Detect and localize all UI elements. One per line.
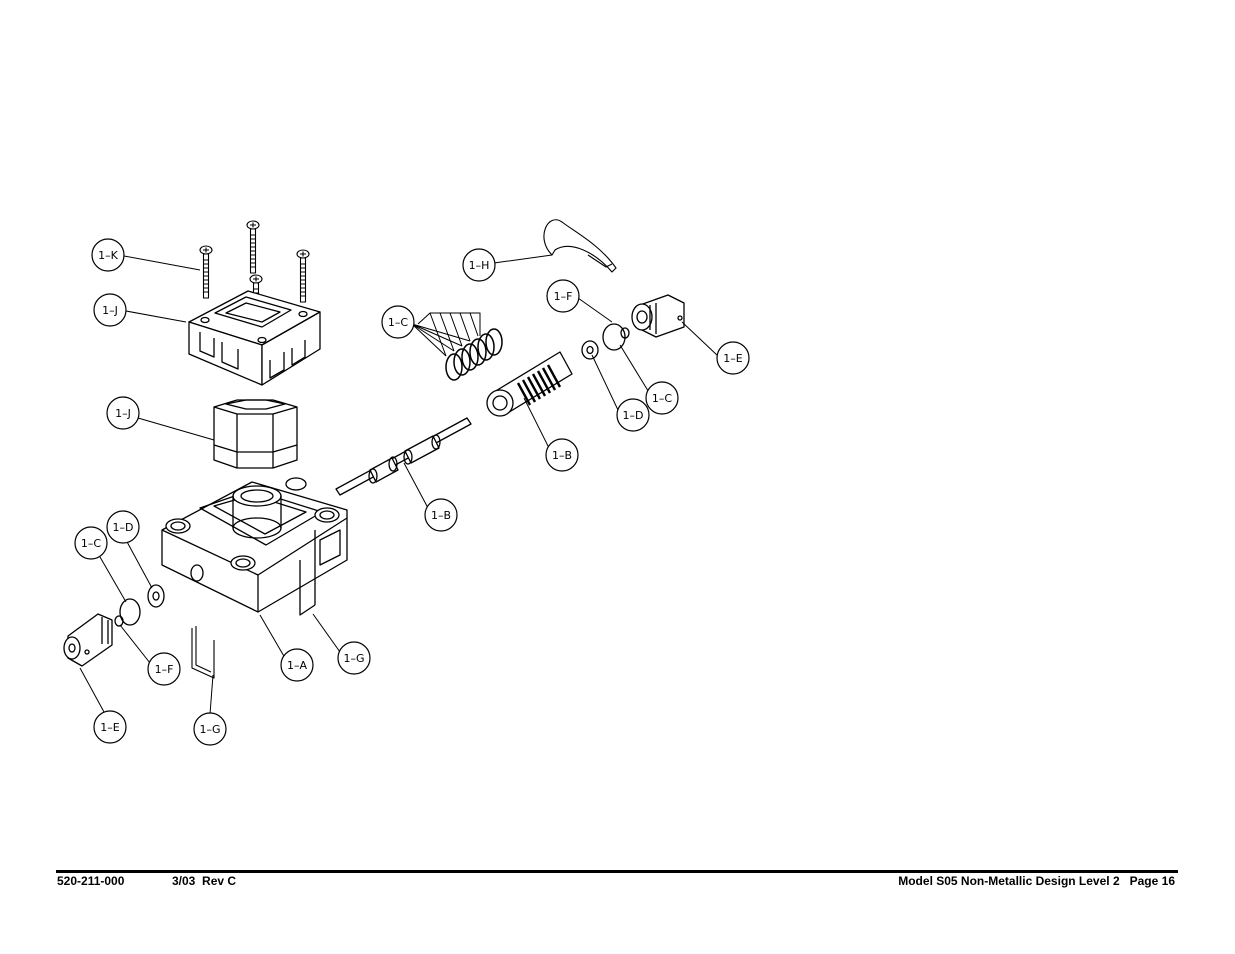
leader-lines xyxy=(79,254,719,715)
callout-1-f-top: 1–F xyxy=(546,279,580,313)
callout-1-g-bot: 1–G xyxy=(193,712,227,746)
svg-text:1–E: 1–E xyxy=(100,721,119,734)
top-cap xyxy=(188,290,321,386)
svg-text:1–F: 1–F xyxy=(554,290,573,303)
callout-1-h: 1–H xyxy=(462,248,496,282)
callout-1-e-bot: 1–E xyxy=(93,710,127,744)
hairpin-clip xyxy=(543,219,617,273)
callout-1-c-right: 1–C xyxy=(645,381,679,415)
center-body xyxy=(161,477,348,616)
callout-1-b-mid: 1–B xyxy=(424,498,458,532)
page-title: Model S05 Non-Metallic Design Level 2 Pa… xyxy=(898,874,1175,888)
svg-text:1–G: 1–G xyxy=(199,723,220,736)
callout-1-f-bot: 1–F xyxy=(147,652,181,686)
housing xyxy=(213,399,298,469)
sleeve xyxy=(486,351,573,417)
pins xyxy=(191,626,215,679)
callout-1-j-mid: 1–J xyxy=(106,396,140,430)
callout-1-j-top: 1–J xyxy=(93,293,127,327)
svg-text:1–C: 1–C xyxy=(652,392,672,405)
document-number: 520-211-000 xyxy=(57,874,125,888)
springs xyxy=(445,328,503,381)
callouts: 1–K 1–J 1–J 1–H 1–F 1–C 1–E 1–C 1–D 1–B … xyxy=(74,238,750,746)
pilot-spool xyxy=(335,417,472,496)
svg-text:1–E: 1–E xyxy=(723,352,742,365)
svg-text:1–A: 1–A xyxy=(287,659,307,672)
callout-1-c-top: 1–C xyxy=(381,305,415,339)
callout-1-k: 1–K xyxy=(91,238,125,272)
callout-1-d-left: 1–D xyxy=(106,510,140,544)
svg-text:1–C: 1–C xyxy=(81,537,101,550)
svg-text:1–H: 1–H xyxy=(469,259,490,272)
svg-text:1–J: 1–J xyxy=(102,304,118,317)
svg-text:1–K: 1–K xyxy=(98,249,118,262)
left-end-parts xyxy=(63,584,165,667)
svg-text:1–D: 1–D xyxy=(623,409,644,422)
svg-text:1–C: 1–C xyxy=(388,316,408,329)
svg-text:1–J: 1–J xyxy=(115,407,131,420)
svg-text:1–F: 1–F xyxy=(155,663,174,676)
pilot-right-parts xyxy=(581,294,685,360)
callout-1-c-left: 1–C xyxy=(74,526,108,560)
svg-text:1–D: 1–D xyxy=(113,521,134,534)
revision-date: 3/03 Rev C xyxy=(172,874,237,888)
callout-1-b-top: 1–B xyxy=(545,438,579,472)
footer-rule xyxy=(56,870,1178,873)
svg-text:1–B: 1–B xyxy=(431,509,451,522)
callout-1-a: 1–A xyxy=(280,648,314,682)
callout-1-g-right: 1–G xyxy=(337,641,371,675)
callout-1-e-top: 1–E xyxy=(716,341,750,375)
svg-text:1–G: 1–G xyxy=(343,652,364,665)
svg-text:1–B: 1–B xyxy=(552,449,572,462)
callout-1-d-top: 1–D xyxy=(616,398,650,432)
